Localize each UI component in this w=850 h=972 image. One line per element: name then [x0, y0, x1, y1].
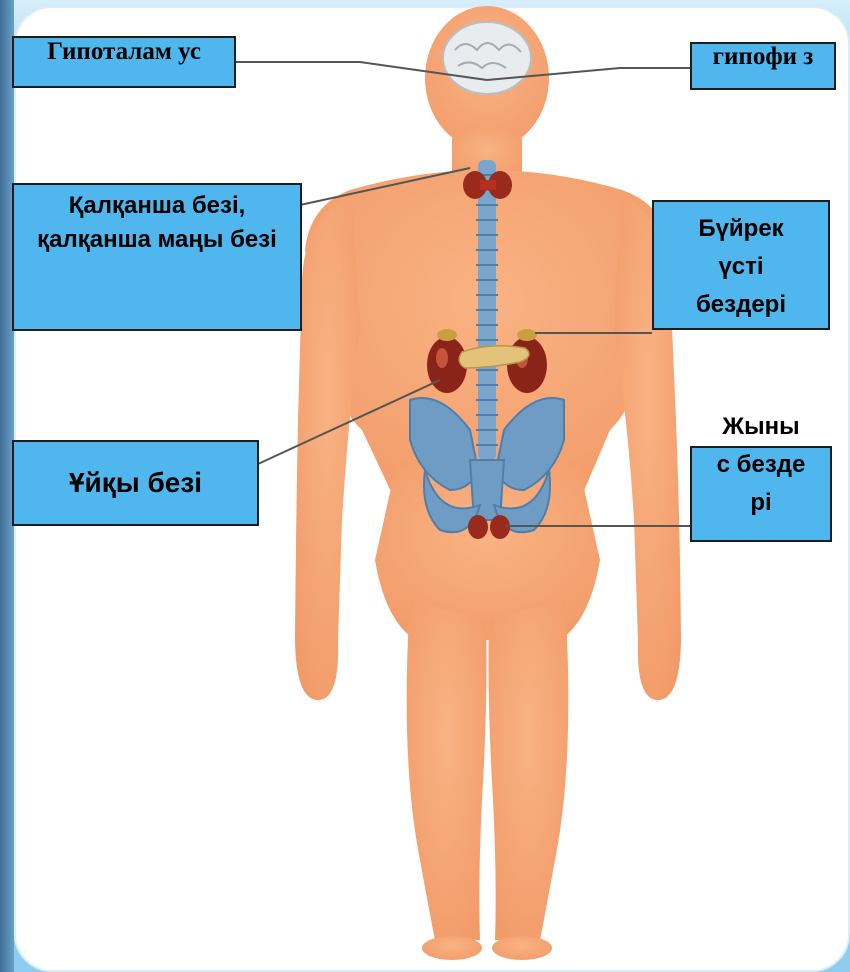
label-thyroid: Қалқанша безі, қалқанша маңы безі	[12, 183, 302, 331]
label-pituitary: гипофи з	[690, 42, 836, 90]
label-gonads: Жыны с безде рі	[690, 446, 832, 542]
label-pituitary-text: гипофи з	[708, 34, 818, 80]
brain-icon	[443, 22, 531, 94]
label-thyroid-text: Қалқанша безі, қалқанша маңы безі	[32, 189, 282, 257]
label-adrenal-text: Бүйрек үсті бездері	[676, 210, 806, 324]
label-gonads-text: Жыны с безде рі	[715, 408, 807, 522]
label-hypothalamus-text: Гипоталам ус	[24, 28, 224, 76]
label-pancreas-text: Ұйқы безі	[14, 442, 257, 524]
label-adrenal: Бүйрек үсті бездері	[652, 200, 830, 330]
label-pancreas: Ұйқы безі	[12, 440, 259, 526]
label-hypothalamus: Гипоталам ус	[12, 36, 236, 88]
